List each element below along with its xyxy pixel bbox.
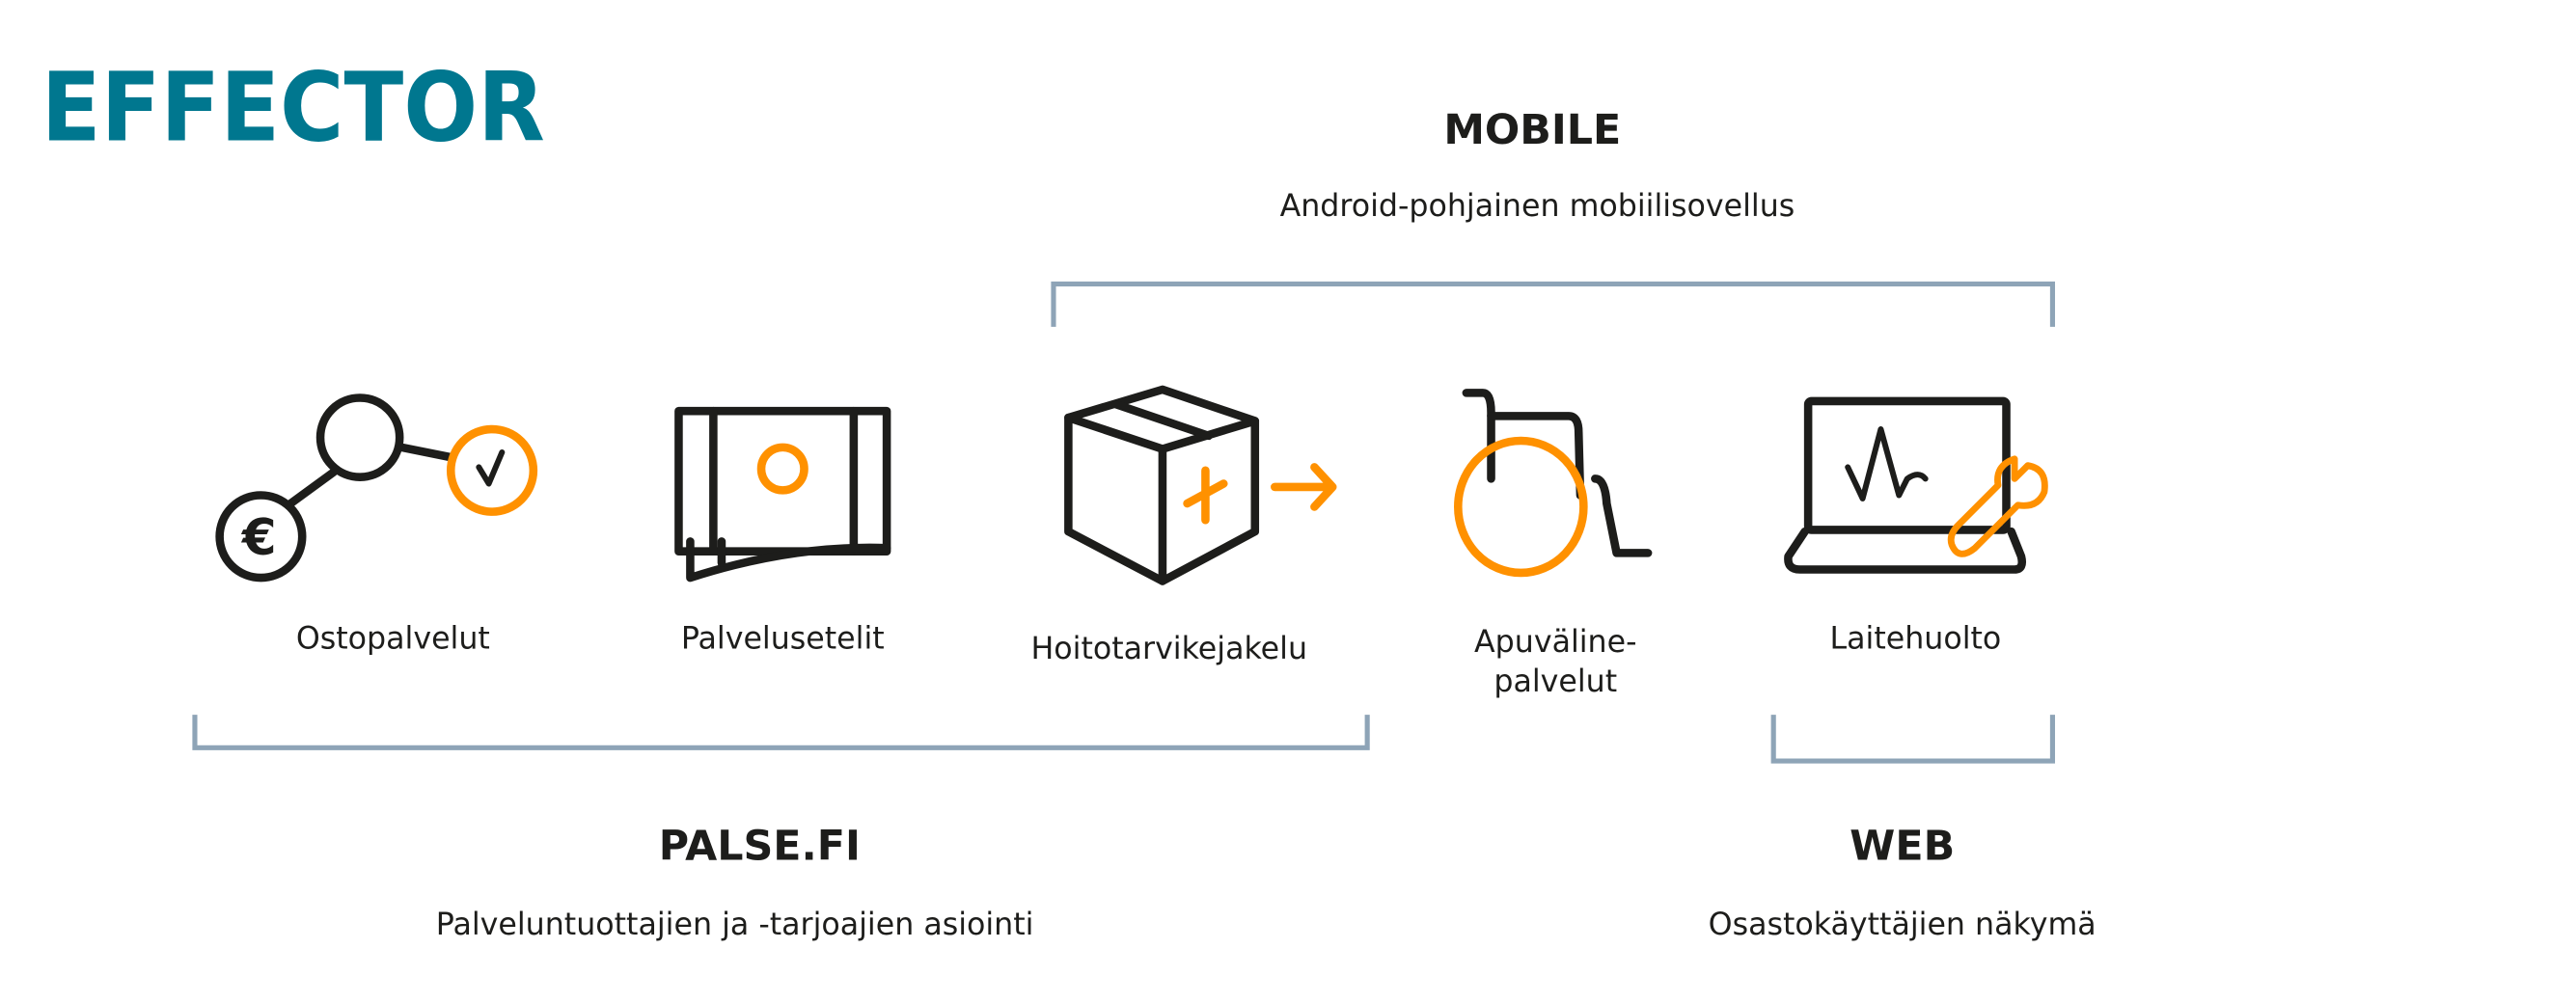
web-bracket [1770, 715, 2056, 764]
service-label-ostopalvelut: Ostopalvelut [296, 622, 490, 657]
web-title: WEB [1850, 823, 1955, 871]
service-label-palvelut: palvelut [1494, 664, 1617, 699]
palse-title: PALSE.FI [659, 823, 861, 871]
laptop-wrench-icon [1784, 396, 2048, 574]
service-voucher-icon [674, 406, 891, 583]
mobile-title: MOBILE [1443, 106, 1621, 154]
service-label-laitehuolto: Laitehuolto [1829, 622, 2001, 657]
mobile-bracket [1051, 281, 2056, 327]
svg-text:€: € [241, 509, 277, 567]
effector-logo: EFFECTOR [41, 53, 545, 164]
web-subtitle: Osastokäyttäjien näkymä [1709, 908, 2096, 942]
service-label-hoitotarvikejakelu: Hoitotarvikejakelu [1031, 632, 1308, 666]
service-label-apuvaline: Apuväline- [1474, 625, 1636, 660]
palse-subtitle: Palveluntuottajien ja -tarjoajien asioin… [436, 908, 1034, 942]
purchase-network-icon: € [215, 393, 538, 583]
supply-box-icon [1064, 385, 1337, 585]
service-label-palvelusetelit: Palvelusetelit [681, 622, 885, 657]
palse-bracket [192, 715, 1370, 750]
mobile-subtitle: Android-pohjainen mobiilisovellus [1280, 189, 1795, 224]
wheelchair-icon [1454, 389, 1653, 578]
